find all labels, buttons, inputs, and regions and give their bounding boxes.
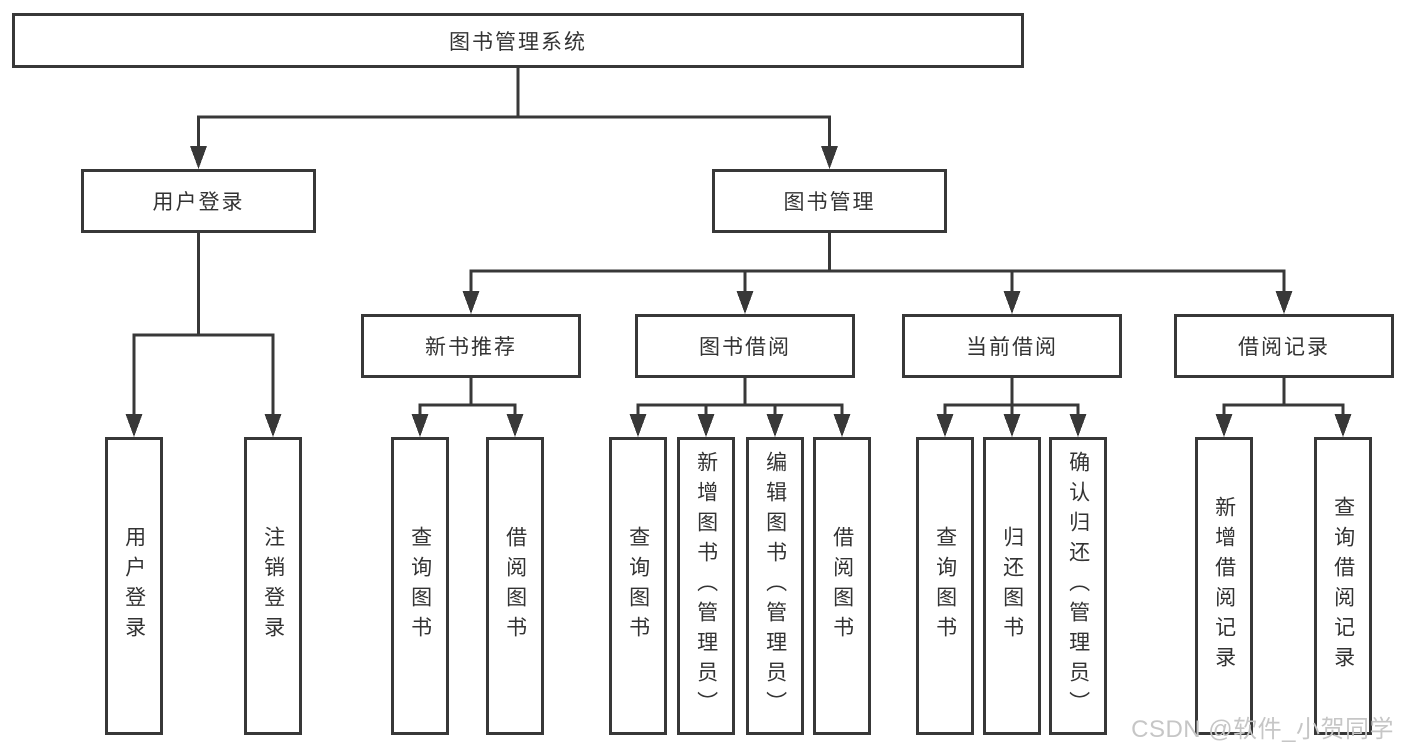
leaf-logout: 注销登录 [244, 437, 302, 735]
leaf-confirm-return-admin-label: 确认归还（管理员） [1066, 451, 1090, 721]
leaf-logout-label: 注销登录 [261, 526, 285, 646]
leaf-query-books-recommend-label: 查询图书 [408, 526, 432, 646]
leaf-borrow-books-borrowing: 借阅图书 [813, 437, 871, 735]
leaf-query-books-borrowing-label: 查询图书 [626, 526, 650, 646]
leaf-add-book-admin: 新增图书（管理员） [677, 437, 735, 735]
node-root-label: 图书管理系统 [449, 30, 587, 54]
leaf-edit-book-admin-label: 编辑图书（管理员） [763, 451, 787, 721]
leaf-query-books-recommend: 查询图书 [391, 437, 449, 735]
leaf-add-borrow-record-label: 新增借阅记录 [1212, 496, 1236, 676]
node-book-borrowing-label: 图书借阅 [699, 336, 791, 359]
node-borrow-records: 借阅记录 [1174, 314, 1394, 378]
leaf-return-book: 归还图书 [983, 437, 1041, 735]
node-book-management: 图书管理 [712, 169, 947, 233]
node-new-book-recommend: 新书推荐 [361, 314, 581, 378]
leaf-query-books-borrowing: 查询图书 [609, 437, 667, 735]
node-current-borrowing-label: 当前借阅 [966, 336, 1058, 359]
leaf-confirm-return-admin: 确认归还（管理员） [1049, 437, 1107, 735]
leaf-return-book-label: 归还图书 [1000, 526, 1024, 646]
leaf-query-borrow-record: 查询借阅记录 [1314, 437, 1372, 735]
leaf-edit-book-admin: 编辑图书（管理员） [746, 437, 804, 735]
leaf-user-login: 用户登录 [105, 437, 163, 735]
node-book-borrowing: 图书借阅 [635, 314, 855, 378]
leaf-query-borrow-record-label: 查询借阅记录 [1331, 496, 1355, 676]
leaf-borrow-books-recommend-label: 借阅图书 [503, 526, 527, 646]
leaf-borrow-books-borrowing-label: 借阅图书 [830, 526, 854, 646]
node-user-login-label: 用户登录 [152, 191, 245, 214]
node-current-borrowing: 当前借阅 [902, 314, 1122, 378]
csdn-watermark: CSDN @软件_小贺同学 [1131, 716, 1394, 743]
leaf-add-borrow-record: 新增借阅记录 [1195, 437, 1253, 735]
node-user-login: 用户登录 [81, 169, 316, 233]
leaf-query-books-current-label: 查询图书 [933, 526, 957, 646]
node-root: 图书管理系统 [12, 13, 1024, 68]
node-new-book-recommend-label: 新书推荐 [425, 336, 517, 359]
node-book-management-label: 图书管理 [783, 191, 876, 214]
leaf-user-login-label: 用户登录 [122, 526, 146, 646]
node-borrow-records-label: 借阅记录 [1238, 336, 1330, 359]
leaf-borrow-books-recommend: 借阅图书 [486, 437, 544, 735]
leaf-add-book-admin-label: 新增图书（管理员） [694, 451, 718, 721]
leaf-query-books-current: 查询图书 [916, 437, 974, 735]
